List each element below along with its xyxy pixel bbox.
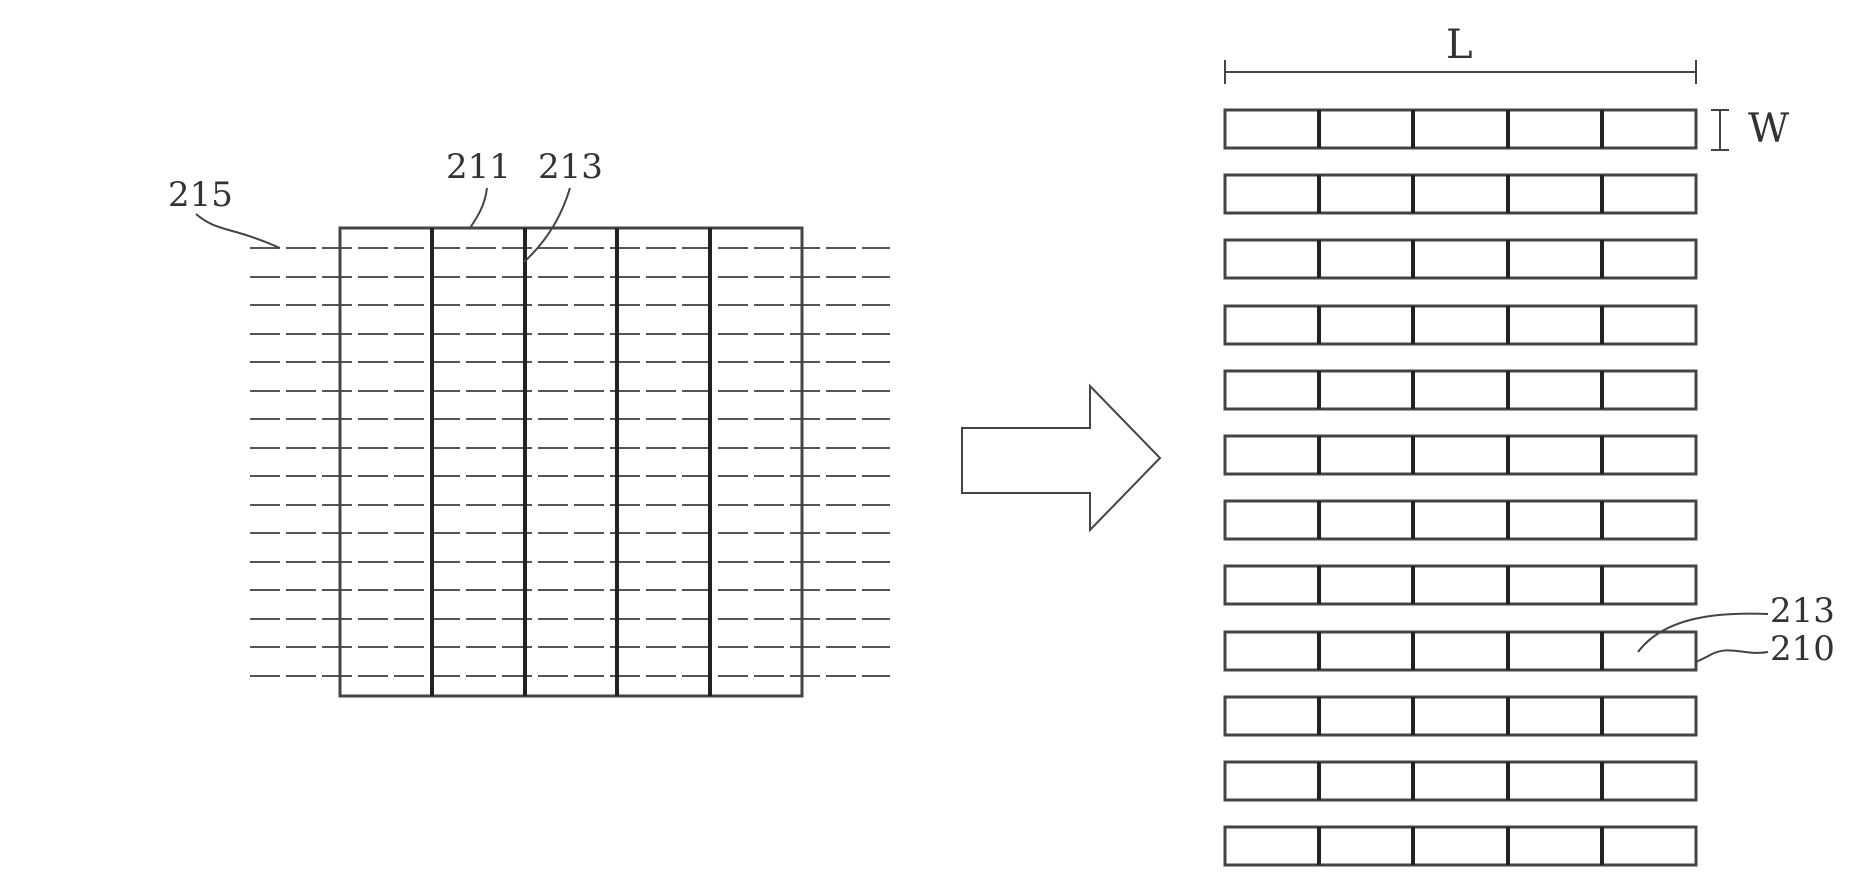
strip xyxy=(1225,762,1696,800)
busbar-lines xyxy=(432,228,710,696)
strip xyxy=(1225,501,1696,539)
solar-cell-panel: 215 211 213 xyxy=(168,147,890,696)
strip xyxy=(1225,240,1696,278)
strip-panel: L W 213 210 xyxy=(1225,22,1835,865)
arrow-right-icon xyxy=(962,386,1160,530)
strip-outline xyxy=(1225,697,1696,735)
strip-outline xyxy=(1225,501,1696,539)
strip xyxy=(1225,175,1696,213)
strip xyxy=(1225,306,1696,344)
strip-outline xyxy=(1225,240,1696,278)
strip-outline xyxy=(1225,566,1696,604)
label-213-left: 213 xyxy=(538,147,603,187)
strip-outline xyxy=(1225,175,1696,213)
label-211: 211 xyxy=(446,147,511,187)
label-L: L xyxy=(1446,22,1473,68)
strip-stack xyxy=(1225,110,1696,865)
strip-outline xyxy=(1225,436,1696,474)
strip xyxy=(1225,566,1696,604)
label-210: 210 xyxy=(1770,629,1835,669)
leader-211 xyxy=(470,188,487,228)
leader-213-left xyxy=(524,188,570,262)
strip-outline xyxy=(1225,371,1696,409)
strip xyxy=(1225,371,1696,409)
strip xyxy=(1225,436,1696,474)
strip-outline xyxy=(1225,632,1696,670)
leader-210 xyxy=(1696,650,1768,662)
label-W: W xyxy=(1748,106,1789,152)
strip xyxy=(1225,827,1696,865)
label-213-right: 213 xyxy=(1770,591,1835,631)
strip-outline xyxy=(1225,306,1696,344)
strip-outline xyxy=(1225,762,1696,800)
strip xyxy=(1225,632,1696,670)
label-215: 215 xyxy=(168,175,233,215)
strip xyxy=(1225,697,1696,735)
strip-outline xyxy=(1225,827,1696,865)
leader-213-right xyxy=(1638,614,1768,652)
strip xyxy=(1225,110,1696,148)
cell-outline xyxy=(340,228,802,696)
dashed-cut-lines xyxy=(250,248,890,676)
leader-215 xyxy=(196,214,280,248)
strip-outline xyxy=(1225,110,1696,148)
